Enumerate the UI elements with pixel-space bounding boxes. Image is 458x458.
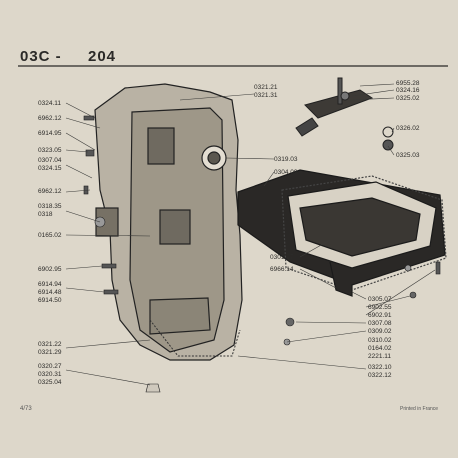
part-label: 6955.28 — [396, 80, 420, 87]
part-label: 6966.14 — [270, 266, 294, 273]
part-label: 0305.07 — [368, 296, 392, 303]
part-label: 2221.11 — [368, 353, 392, 360]
part-label: 0322.12 — [368, 372, 392, 379]
part-label: 6914.95 — [38, 130, 62, 137]
part-label: 0321.22 — [38, 341, 62, 348]
part-label: 0307.04 — [38, 157, 62, 164]
part-label: 0307.08 — [368, 320, 392, 327]
part-label: 0322.10 — [368, 364, 392, 371]
part-label: 0324.16 — [396, 87, 420, 94]
part-label: 0323.05 — [38, 147, 62, 154]
part-label: 0321.21 — [254, 84, 278, 91]
part-label: 0326.02 — [396, 125, 420, 132]
part-label: 0164.02 — [368, 345, 392, 352]
diagram-code: 03C - — [20, 48, 62, 65]
timing-case-cover — [94, 83, 243, 361]
part-label: 6902.95 — [38, 266, 62, 273]
part-label: 0324.11 — [38, 100, 62, 107]
page-number: 4/73 — [20, 406, 32, 412]
leader-lines — [65, 83, 436, 386]
bracket-assembly — [295, 77, 394, 151]
part-label: 0325.03 — [396, 152, 420, 159]
part-label: 0318.35 — [38, 203, 62, 210]
part-label: 0321.29 — [38, 349, 62, 356]
part-label: 0304.09 — [274, 169, 298, 176]
part-label: 6962.12 — [38, 115, 62, 122]
part-label: 0319.03 — [274, 156, 298, 163]
part-label: 6902.91 — [368, 312, 392, 319]
part-label: 6914.50 — [38, 297, 62, 304]
part-label: 0321.31 — [254, 92, 278, 99]
part-label: 0165.02 — [38, 232, 62, 239]
part-label: 0310.02 — [368, 337, 392, 344]
diagram-number: 204 — [88, 48, 117, 65]
part-label: 6962.12 — [38, 188, 62, 195]
part-label: 0301.27 — [270, 254, 294, 261]
part-label: 0324.15 — [38, 165, 62, 172]
part-label: 6914.48 — [38, 289, 62, 296]
oil-pan — [237, 169, 447, 297]
part-label: 0318 — [38, 211, 53, 218]
printed-note: Printed in France — [400, 406, 439, 412]
part-label: 0320.27 — [38, 363, 62, 370]
part-label: 0325.02 — [396, 95, 420, 102]
part-label: 6914.94 — [38, 281, 62, 288]
part-label: 0309.02 — [368, 328, 392, 335]
part-label: 0325.04 — [38, 379, 62, 386]
part-label: 0320.31 — [38, 371, 62, 378]
part-label: 6902.55 — [368, 304, 392, 311]
